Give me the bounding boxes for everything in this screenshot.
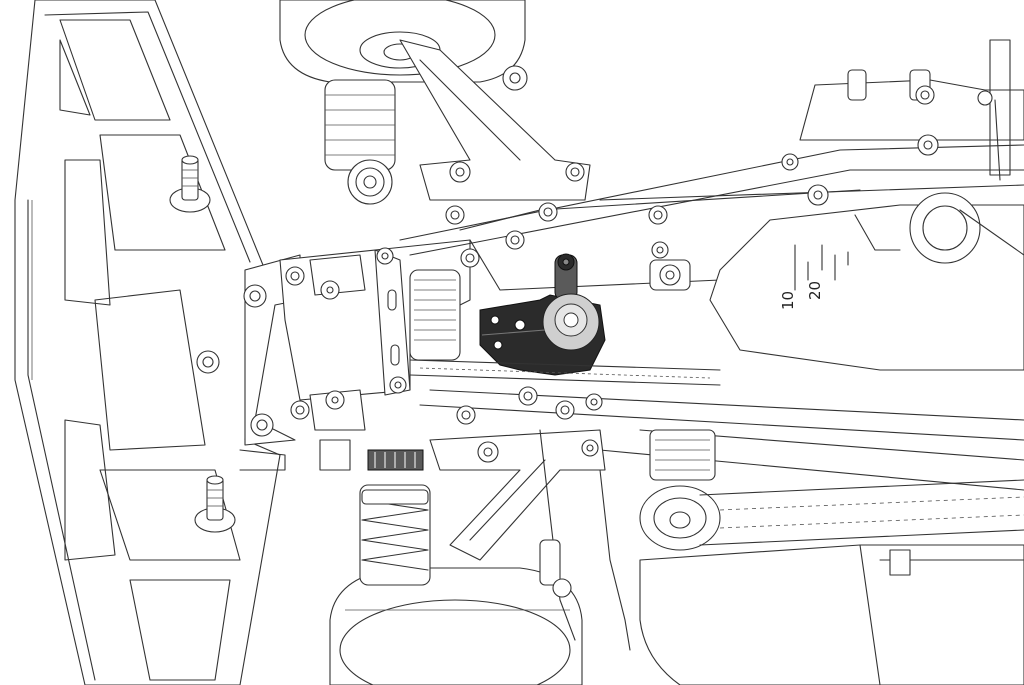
front-bumper-plate [14,0,281,685]
upper-deck-parts [799,39,1024,181]
front-wheel-bottom [329,567,583,685]
body-post-top [169,155,211,213]
motor-housing [639,544,1024,685]
front-shock-top [324,79,396,205]
upper-arm-top [399,39,591,201]
drive-belt [409,359,721,386]
front-pulley [409,269,461,361]
highlighted-bellcrank [479,253,606,376]
rail-screws [445,153,829,425]
body-post-bottom [194,475,236,533]
rear-pulley [639,429,1024,551]
misc-details [239,259,691,651]
upper-arm-bottom [429,429,606,561]
scale-label-20: 20 [806,281,824,300]
steering-linkage [309,247,411,431]
scale-label-10: 10 [779,291,797,310]
center-diff: 20 10 [709,192,1024,371]
front-shock-bottom [359,449,431,586]
